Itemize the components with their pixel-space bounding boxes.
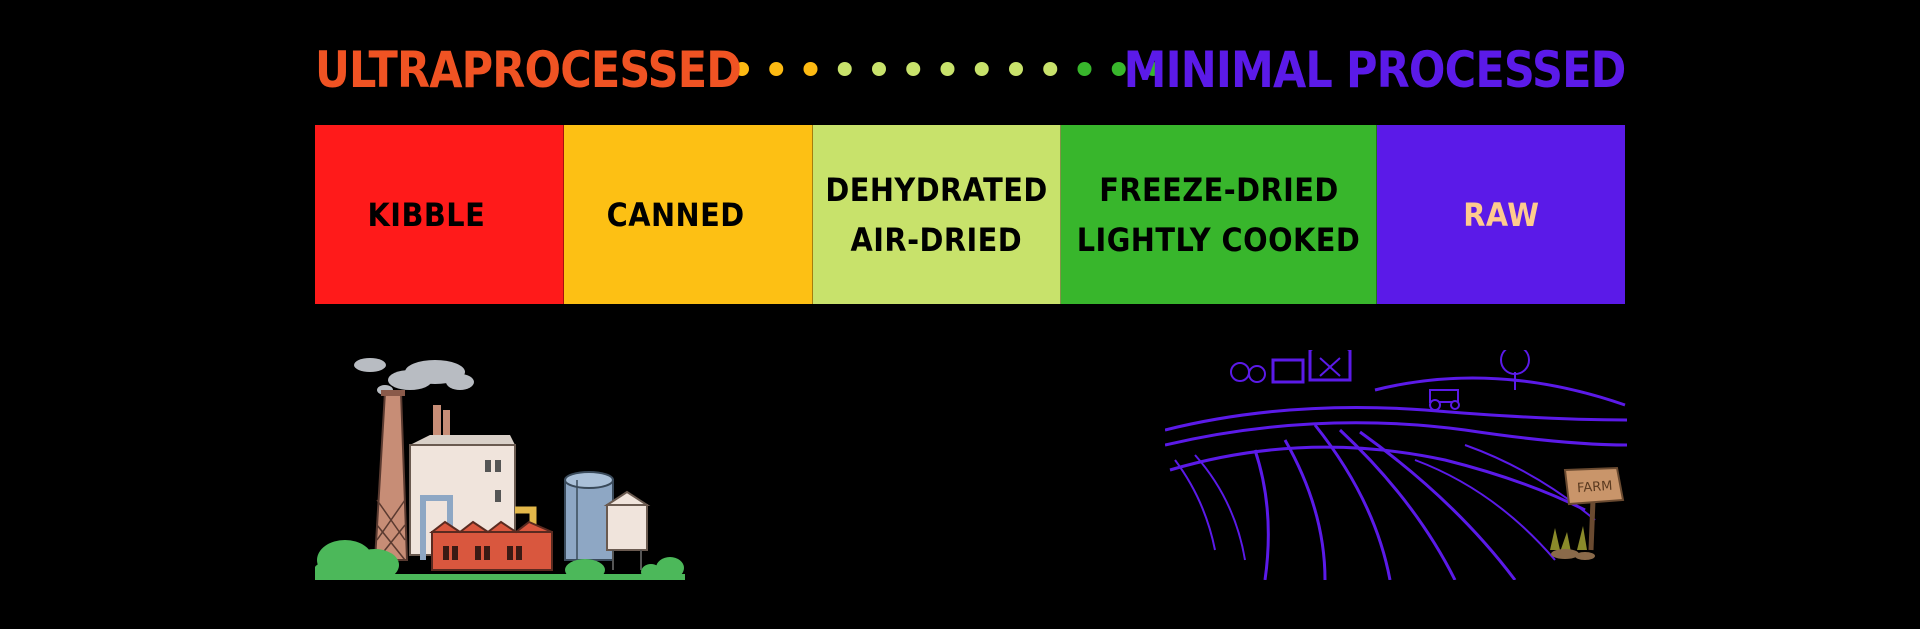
farm-illustration: FARM (1165, 350, 1627, 580)
factory-illustration (315, 358, 685, 580)
minimal-processed-label: MINIMAL PROCESSED (1123, 41, 1626, 99)
scale-dot (974, 62, 989, 76)
scale-dot (1043, 62, 1058, 76)
scale-dot (735, 62, 749, 76)
category-kibble-label: KIBBLE (367, 195, 486, 234)
scale-dot (837, 62, 852, 76)
gradient-dots (735, 62, 1160, 76)
category-raw: RAW (1377, 125, 1625, 304)
ultraprocessed-label: ULTRAPROCESSED (315, 41, 742, 99)
category-canned: CANNED (563, 125, 813, 304)
category-kibble: KIBBLE (315, 125, 564, 304)
scale-dot (906, 62, 921, 76)
processing-categories-bar: KIBBLE CANNED DEHYDRATED AIR-DRIED FREEZ… (315, 125, 1625, 304)
scale-dot (940, 62, 955, 76)
scale-dot (1146, 62, 1160, 76)
scale-dot (1111, 62, 1126, 76)
processing-scale-header: ULTRAPROCESSED MINIMAL PROCESSED (315, 38, 1626, 102)
scale-dot (872, 62, 886, 76)
scale-dot (769, 62, 784, 76)
farm-sign-text: FARM (1577, 479, 1613, 496)
category-dehydrated: DEHYDRATED AIR-DRIED (812, 125, 1062, 304)
category-freeze-dried-label: FREEZE-DRIED (1099, 170, 1339, 209)
category-raw-label: RAW (1462, 195, 1540, 234)
category-dehydrated-label: DEHYDRATED (825, 170, 1048, 209)
scale-dot (803, 62, 818, 76)
category-freeze-dried: FREEZE-DRIED LIGHTLY COOKED (1061, 125, 1378, 304)
scale-dot (1077, 62, 1092, 76)
scale-dot (1009, 62, 1023, 76)
category-lightly-cooked-label: LIGHTLY COOKED (1077, 220, 1361, 259)
category-air-dried-label: AIR-DRIED (850, 220, 1023, 259)
category-canned-label: CANNED (606, 195, 745, 234)
